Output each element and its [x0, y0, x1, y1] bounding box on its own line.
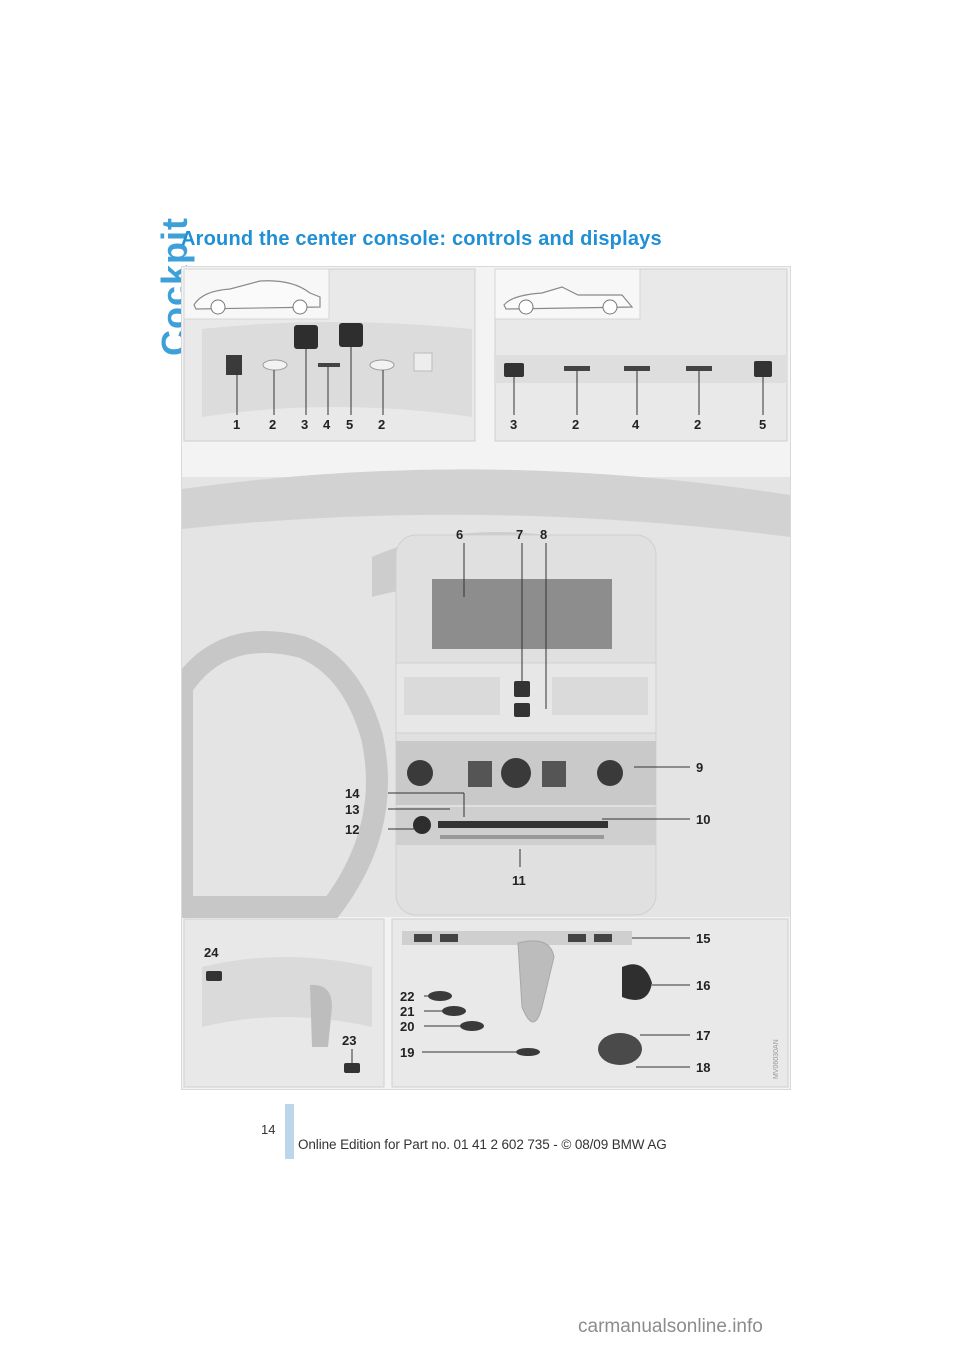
page-number: 14 [261, 1122, 276, 1137]
start-button [622, 964, 652, 1000]
callout-9: 9 [696, 760, 703, 775]
callout-22: 22 [400, 989, 414, 1004]
section-tab: Cockpit [118, 217, 195, 358]
cd-slot [438, 821, 608, 828]
label-r3: 3 [510, 417, 517, 432]
climate-knob-center [501, 758, 531, 788]
footer-accent-bar [285, 1104, 294, 1159]
callout-11: 11 [512, 873, 526, 888]
page-heading: Around the center console: controls and … [181, 228, 662, 250]
hazard-button [514, 681, 530, 697]
label-3: 3 [301, 417, 308, 432]
callout-19: 19 [400, 1045, 414, 1060]
climate-knob-right [597, 760, 623, 786]
callout-24: 24 [204, 945, 219, 960]
callout-17: 17 [696, 1028, 710, 1043]
label-2b: 2 [378, 417, 385, 432]
callout-23: 23 [342, 1033, 356, 1048]
panel-convertible: 3 2 4 2 5 [494, 268, 788, 442]
footer-text: Online Edition for Part no. 01 41 2 602 … [298, 1137, 667, 1152]
callout-12: 12 [345, 822, 359, 837]
climate-knob-left [407, 760, 433, 786]
watermark-link[interactable]: carmanualsonline.info [578, 1316, 763, 1337]
callout-8: 8 [540, 527, 547, 542]
callout-18: 18 [696, 1060, 710, 1075]
panel-shifter-left: 24 23 [183, 918, 385, 1088]
callout-10: 10 [696, 812, 710, 827]
callout-6: 6 [456, 527, 463, 542]
gear-lever [517, 940, 555, 1023]
label-r2a: 2 [572, 417, 579, 432]
callout-21: 21 [400, 1004, 414, 1019]
callout-15: 15 [696, 931, 710, 946]
callout-20: 20 [400, 1019, 414, 1034]
label-4: 4 [323, 417, 331, 432]
image-code: MV06030AN [773, 1039, 780, 1079]
label-r2b: 2 [694, 417, 701, 432]
label-r5: 5 [759, 417, 766, 432]
illustration-svg: 1 2 3 4 5 2 3 2 4 [182, 268, 790, 1088]
console-illustration: 1 2 3 4 5 2 3 2 4 [181, 266, 791, 1090]
volume-knob [413, 816, 431, 834]
label-5: 5 [346, 417, 353, 432]
panel-center-tunnel: 15 16 17 18 19 20 21 22 MV06030AN [391, 918, 789, 1088]
coupe-car-icon [193, 280, 321, 310]
controller-knob [598, 1033, 642, 1065]
callout-14: 14 [345, 786, 360, 801]
label-r4: 4 [632, 417, 640, 432]
dashboard: 6 7 8 9 10 11 12 13 14 [182, 469, 790, 918]
label-2a: 2 [269, 417, 276, 432]
callout-16: 16 [696, 978, 710, 993]
label-1: 1 [233, 417, 240, 432]
steering-wheel [182, 631, 388, 918]
callout-13: 13 [345, 802, 359, 817]
convertible-car-icon [503, 286, 634, 310]
callout-7: 7 [516, 527, 523, 542]
panel-coupe: 1 2 3 4 5 2 [183, 268, 476, 442]
